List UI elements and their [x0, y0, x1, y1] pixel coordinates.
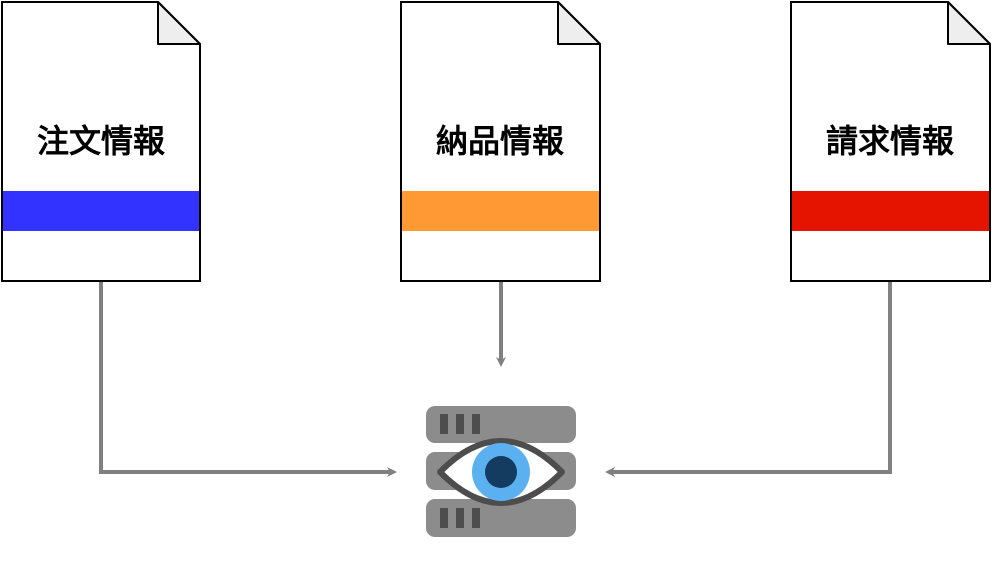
server-slot [440, 508, 448, 528]
server-slot [456, 414, 464, 434]
document-fold [157, 1, 201, 45]
document-color-band [792, 191, 989, 231]
document-invoice-info: 請求情報 [790, 1, 991, 282]
document-fold [947, 1, 991, 45]
arrow-right [605, 282, 892, 477]
document-fold [557, 1, 601, 45]
server-slot [472, 508, 480, 528]
server-eye-icon [426, 406, 576, 537]
server-unit-top [426, 406, 576, 443]
server-slot [456, 508, 464, 528]
document-color-band [402, 191, 599, 231]
document-label: 注文情報 [37, 122, 165, 160]
server-slot [472, 414, 480, 434]
document-label: 請求情報 [826, 122, 954, 160]
document-color-band [3, 191, 199, 231]
document-delivery-info: 納品情報 [400, 1, 601, 282]
eye-pupil [485, 456, 517, 488]
document-label: 納品情報 [436, 122, 564, 160]
document-order-info: 注文情報 [1, 1, 201, 282]
server-slot [440, 414, 448, 434]
arrow-left [99, 282, 397, 477]
